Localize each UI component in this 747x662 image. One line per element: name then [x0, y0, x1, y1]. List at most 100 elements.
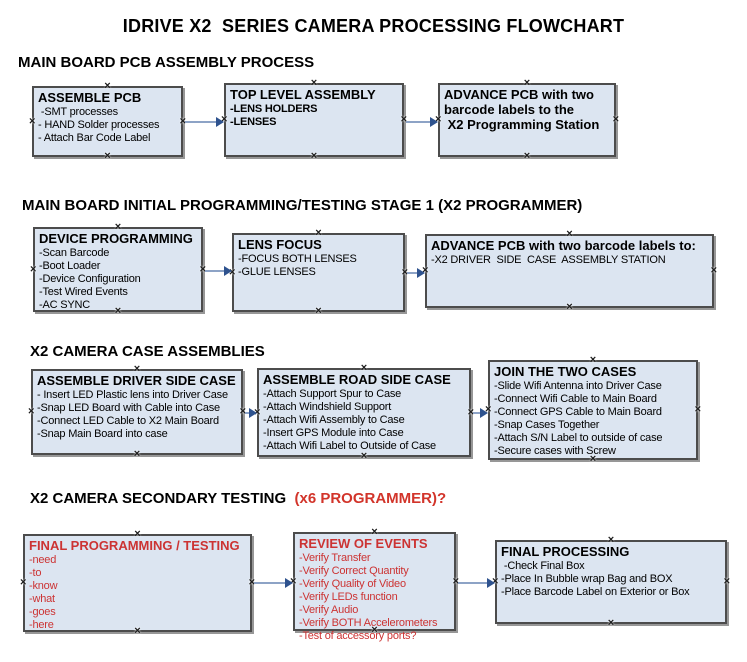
- box-title: FINAL PROCESSING: [501, 544, 630, 559]
- connection-point-icon: ×: [589, 354, 597, 366]
- flow-box-assemble-road-side-case: ASSEMBLE ROAD SIDE CASE -Attach Support …: [254, 363, 474, 462]
- connection-point-icon: ×: [371, 526, 378, 538]
- section-heading-initial-programming: MAIN BOARD INITIAL PROGRAMMING/TESTING S…: [22, 197, 583, 214]
- arrow-shaft: [185, 121, 219, 123]
- arrow-lens-focus-to-advance-pcb: [407, 268, 425, 278]
- section-heading-secondary-testing: X2 CAMERA SECONDARY TESTING (x6 PROGRAMM…: [30, 490, 446, 507]
- connection-point-icon: ×: [30, 263, 37, 275]
- arrow-top-level-to-advance-pcb: [406, 117, 438, 127]
- flow-box-lens-focus: LENS FOCUS -FOCUS BOTH LENSES-GLUE LENSE…: [229, 228, 408, 317]
- box-line: -AC SYNC: [39, 299, 90, 311]
- connection-point-icon: ×: [612, 113, 619, 126]
- box-lines: -Verify Transfer-Verify Correct Quantity…: [299, 552, 452, 643]
- box-line: -Place In Bubble wrap Bag and BOX: [501, 573, 673, 585]
- arrow-head-icon: [216, 117, 224, 127]
- box-line: - Attach Bar Code Label: [38, 132, 151, 144]
- box-line: -Insert GPS Module into Case: [263, 427, 404, 439]
- connection-point-icon: ×: [485, 403, 492, 416]
- box-line: -Snap Main Board into case: [37, 428, 168, 440]
- box-title: FINAL PROGRAMMING / TESTING: [29, 538, 240, 553]
- arrow-shaft: [254, 582, 288, 584]
- box-title: ASSEMBLE DRIVER SIDE CASE: [37, 373, 236, 388]
- section-heading-case-assemblies: X2 CAMERA CASE ASSEMBLIES: [30, 343, 265, 360]
- arrow-final-programming-to-review: [254, 578, 293, 588]
- box-line: -Snap LED Board with Cable into Case: [37, 402, 220, 414]
- box-line: -Verify Quality of Video: [299, 578, 406, 590]
- connection-point-icon: ×: [607, 617, 615, 629]
- connection-point-icon: ×: [28, 405, 35, 418]
- connection-point-icon: ×: [248, 576, 255, 589]
- box-lines: -SMT processes- HAND Solder processes- A…: [38, 106, 179, 145]
- connection-point-icon: ×: [694, 403, 701, 416]
- flowchart-title: IDRIVE X2 SERIES CAMERA PROCESSING FLOWC…: [122, 16, 625, 36]
- connection-point-icon: ×: [452, 575, 459, 587]
- box-line: -Scan Barcode: [39, 247, 110, 259]
- box-title: LENS FOCUS: [238, 237, 322, 252]
- flow-box-top-level-assembly: TOP LEVEL ASSEMBLY -LENS HOLDERS-LENSES …: [221, 78, 407, 162]
- box-line: -Verify Transfer: [299, 552, 371, 564]
- arrow-head-icon: [285, 578, 293, 588]
- connection-point-icon: ×: [104, 80, 111, 92]
- box-line: -Connect GPS Cable to Main Board: [494, 406, 662, 418]
- box-line: -goes: [29, 606, 56, 618]
- box-line: -Test of accessory ports?: [299, 630, 417, 642]
- connection-point-icon: ×: [400, 113, 407, 126]
- connection-point-icon: ×: [199, 263, 206, 275]
- arrow-review-to-final-processing: [458, 578, 495, 588]
- connection-point-icon: ×: [467, 406, 474, 418]
- box-line: -Device Configuration: [39, 273, 141, 285]
- box-line: -Check Final Box: [501, 560, 585, 572]
- connection-point-icon: ×: [435, 113, 442, 126]
- box-line: -Verify Audio: [299, 604, 359, 616]
- arrow-device-programming-to-lens-focus: [205, 266, 232, 276]
- box-line: -Attach Wifi Label to Outside of Case: [263, 440, 436, 452]
- connection-point-icon: ×: [114, 305, 122, 317]
- box-title: JOIN THE TWO CASES: [494, 364, 637, 379]
- box-line: -LENSES: [230, 116, 277, 128]
- box-line: - Insert LED Plastic lens into Driver Ca…: [37, 389, 228, 401]
- box-title: TOP LEVEL ASSEMBLY: [230, 87, 376, 102]
- connection-point-icon: ×: [422, 264, 429, 277]
- box-line: -Attach Support Spur to Case: [263, 388, 402, 400]
- connection-point-icon: ×: [239, 405, 246, 418]
- box-lines: -Check Final Box-Place In Bubble wrap Ba…: [501, 560, 723, 599]
- connection-point-icon: ×: [133, 448, 141, 460]
- connection-point-icon: ×: [360, 362, 368, 374]
- box-line: -here: [29, 619, 54, 631]
- flow-box-assemble-pcb: ASSEMBLE PCB -SMT processes- HAND Solder…: [29, 81, 186, 162]
- flow-box-assemble-driver-side-case: ASSEMBLE DRIVER SIDE CASE - Insert LED P…: [28, 364, 246, 460]
- flow-box-device-programming: DEVICE PROGRAMMING -Scan Barcode-Boot Lo…: [30, 222, 206, 317]
- box-line: -SMT processes: [38, 106, 118, 118]
- connection-point-icon: ×: [104, 150, 111, 162]
- box-line: -Verify Correct Quantity: [299, 565, 409, 577]
- box-line: -Attach Windshield Support: [263, 401, 392, 413]
- flow-box-join-the-two-cases: JOIN THE TWO CASES -Slide Wifi Antenna i…: [485, 355, 701, 465]
- arrow-road-case-to-join-cases: [473, 408, 488, 418]
- box-line: -Connect LED Cable to X2 Main Board: [37, 415, 219, 427]
- connection-point-icon: ×: [607, 534, 615, 546]
- connection-point-icon: ×: [229, 266, 236, 278]
- arrow-shaft: [458, 582, 490, 584]
- box-title: ASSEMBLE ROAD SIDE CASE: [263, 372, 451, 387]
- box-lines: -X2 DRIVER SIDE CASE ASSEMBLY STATION: [431, 254, 710, 267]
- flow-box-review-of-events: REVIEW OF EVENTS -Verify Transfer-Verify…: [290, 527, 459, 643]
- box-title: ASSEMBLE PCB: [38, 90, 142, 105]
- box-line: - HAND Solder processes: [38, 119, 160, 131]
- flow-box-final-processing: FINAL PROCESSING -Check Final Box-Place …: [492, 535, 730, 629]
- connection-point-icon: ×: [254, 406, 261, 418]
- box-line: -Secure cases with Screw: [494, 445, 616, 457]
- box-line: -X2 DRIVER SIDE CASE ASSEMBLY STATION: [431, 254, 666, 266]
- connection-point-icon: ×: [710, 264, 717, 277]
- arrow-head-icon: [249, 408, 257, 418]
- box-line: -Connect Wifi Cable to Main Board: [494, 393, 657, 405]
- arrow-shaft: [245, 412, 252, 414]
- arrow-shaft: [473, 412, 483, 414]
- arrow-head-icon: [430, 117, 438, 127]
- connection-point-icon: ×: [179, 115, 186, 127]
- box-title: DEVICE PROGRAMMING: [39, 231, 193, 246]
- box-title: ADVANCE PCB with two barcode labels to:: [431, 238, 696, 253]
- box-line: -LENS HOLDERS: [230, 103, 318, 115]
- flow-box-advance-pcb-driver-side-station: ADVANCE PCB with two barcode labels to: …: [422, 229, 717, 313]
- connection-point-icon: ×: [360, 450, 368, 462]
- arrow-driver-case-to-road-case: [245, 408, 257, 418]
